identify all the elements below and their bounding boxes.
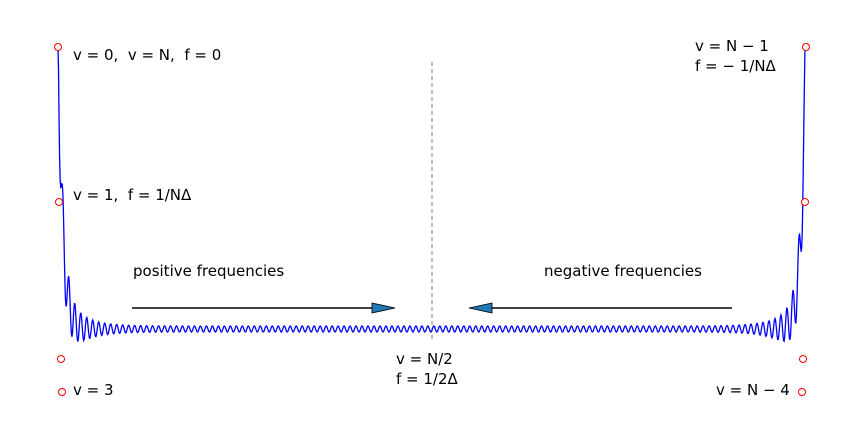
label-v1: v = 1, f = 1/NΔ [73, 186, 192, 204]
sample-marker [58, 388, 66, 396]
sample-marker [801, 198, 809, 206]
sample-marker [57, 355, 65, 363]
label-negative-frequencies: negative frequencies [544, 262, 702, 280]
label-v0: v = 0, v = N, f = 0 [73, 46, 222, 64]
sample-marker [55, 198, 63, 206]
label-vN1-line1: v = N − 1 [695, 37, 769, 55]
sample-marker [799, 355, 807, 363]
sample-marker [802, 43, 810, 51]
label-vN1-line2: f = − 1/NΔ [695, 57, 776, 75]
label-vhalf-line2: f = 1/2Δ [396, 370, 458, 388]
sample-marker [54, 43, 62, 51]
label-v3: v = 3 [73, 381, 114, 399]
sample-markers [54, 43, 810, 396]
frequency-response-curve [57, 46, 807, 343]
sample-marker [798, 388, 806, 396]
label-vN4: v = N − 4 [716, 381, 790, 399]
positive-frequency-arrow [132, 302, 396, 314]
label-vhalf-line1: v = N/2 [396, 350, 453, 368]
negative-frequency-arrow [468, 302, 732, 314]
label-positive-frequencies: positive frequencies [133, 262, 285, 280]
